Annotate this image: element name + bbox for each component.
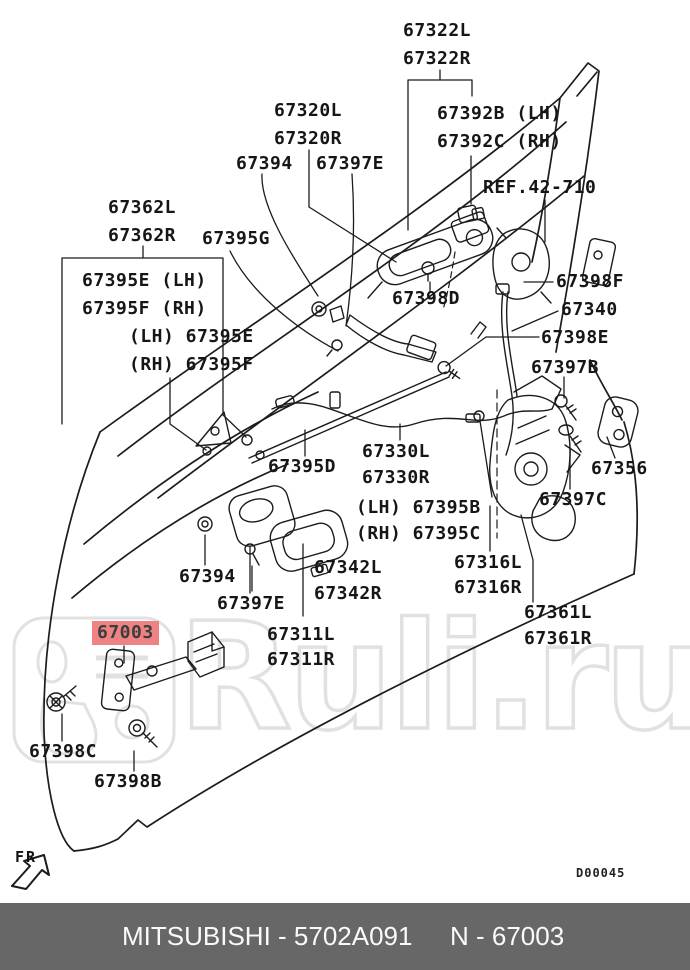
part-label-67311L: 67311L	[267, 624, 336, 645]
part-label-67003-highlighted: 67003	[92, 621, 159, 645]
part-label-67322L: 67322L	[403, 20, 472, 41]
footer-bar: MITSUBISHI - 5702A091 N - 67003	[0, 903, 690, 970]
part-label-RH-67395C: (RH) 67395C	[356, 523, 481, 544]
drawing-code: D00045	[576, 866, 626, 880]
part-label-67395G: 67395G	[202, 228, 271, 249]
part-label-67397C: 67397C	[539, 489, 608, 510]
watermark-text: Ruli.ru	[178, 591, 690, 763]
part-label-67330R: 67330R	[362, 467, 431, 488]
watermark-logo	[12, 616, 176, 764]
part-label-RH-67395F: (RH) 67395F	[129, 354, 254, 375]
part-label-67397E-top: 67397E	[316, 153, 385, 174]
fr-direction-arrow-icon	[11, 854, 50, 890]
part-label-67316L: 67316L	[454, 552, 523, 573]
part-label-67398F: 67398F	[556, 271, 625, 292]
part-label-67397B: 67397B	[531, 357, 600, 378]
part-label-67361R: 67361R	[524, 628, 593, 649]
part-label-67395D: 67395D	[268, 456, 337, 477]
part-label-67362R: 67362R	[108, 225, 177, 246]
door-outline	[43, 62, 638, 852]
part-label-67397E-lower: 67397E	[217, 593, 286, 614]
part-label-67395F-RH: 67395F (RH)	[82, 298, 207, 319]
part-label-67320R: 67320R	[274, 128, 343, 149]
part-label-LH-67395E: (LH) 67395E	[129, 326, 254, 347]
part-label-67398C: 67398C	[29, 741, 98, 762]
part-label-LH-67395B: (LH) 67395B	[356, 497, 481, 518]
part-label-67342L: 67342L	[314, 557, 383, 578]
footer-catalog-number: N - 67003	[450, 921, 565, 951]
part-label-67320L: 67320L	[274, 100, 343, 121]
part-label-67394-top: 67394	[236, 153, 293, 174]
part-label-67398B: 67398B	[94, 771, 163, 792]
part-label-67342R: 67342R	[314, 583, 383, 604]
leader-lines	[61, 69, 616, 772]
fr-direction-label: FR	[15, 848, 38, 866]
part-label-67398E: 67398E	[541, 327, 610, 348]
part-label-67395E-LH: 67395E (LH)	[82, 270, 207, 291]
part-label-67340: 67340	[561, 299, 618, 320]
part-label-67398D: 67398D	[392, 288, 461, 309]
part-label-67362L: 67362L	[108, 197, 177, 218]
footer-brand-part-number: MITSUBISHI - 5702A091	[122, 921, 413, 951]
part-label-67356: 67356	[591, 458, 648, 479]
ref-note-42-710: REF.42-710	[483, 177, 597, 198]
part-label-67361L: 67361L	[524, 602, 593, 623]
parts-glyphs	[11, 204, 639, 890]
part-label-67394-lower: 67394	[179, 566, 236, 587]
part-label-67311R: 67311R	[267, 649, 336, 670]
part-label-67316R: 67316R	[454, 577, 523, 598]
part-label-67330L: 67330L	[362, 441, 431, 462]
part-label-67392C: 67392C (RH)	[437, 131, 562, 152]
part-label-67322R: 67322R	[403, 48, 472, 69]
part-label-67392B: 67392B (LH)	[437, 103, 562, 124]
